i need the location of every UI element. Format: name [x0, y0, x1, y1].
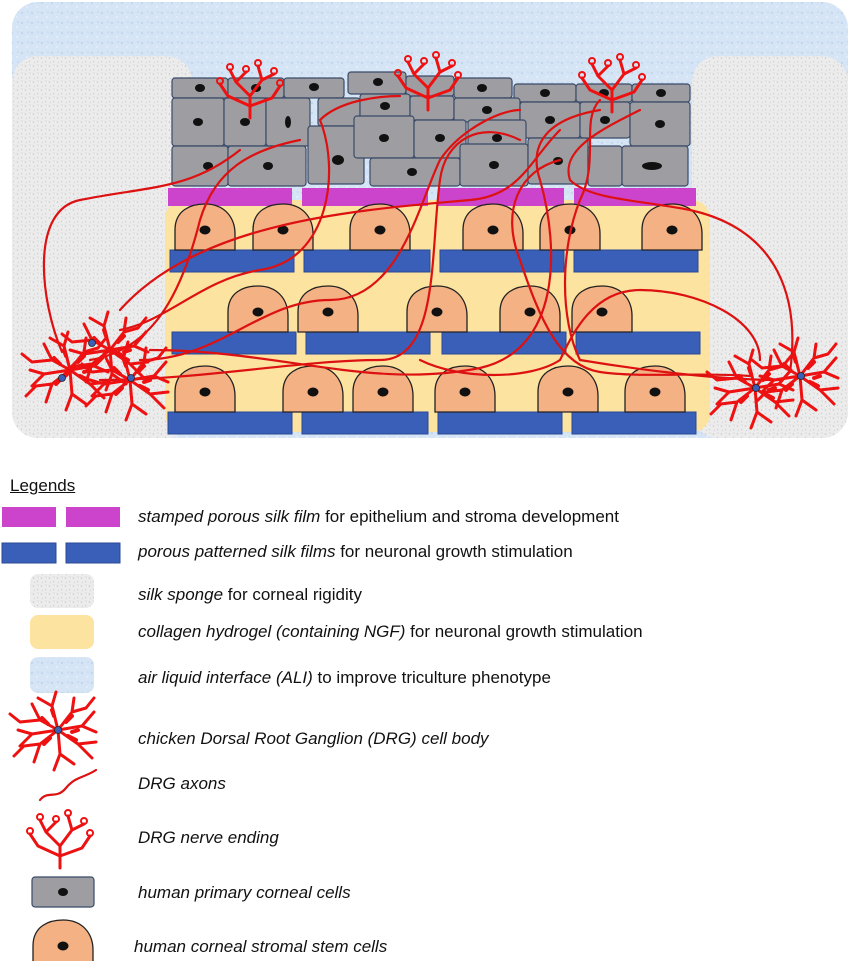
- nerve-ending-icon: [25, 808, 95, 870]
- stem-cell-icon: [32, 919, 94, 961]
- legend-icon-stamped-film: [2, 507, 120, 527]
- patterned-silk-films: [167, 249, 701, 435]
- drg-axons: [42, 94, 794, 382]
- legend-icon-sponge: [30, 574, 94, 608]
- legend-icon-hydrogel: [30, 615, 94, 649]
- silk-sponge-right: [692, 56, 848, 438]
- legend-label-stamped-film: stamped porous silk film for epithelium …: [138, 507, 619, 526]
- corneal-cell-icon: [31, 876, 95, 908]
- legend-label-patterned-film: porous patterned silk films for neuronal…: [138, 542, 573, 561]
- legend-label-corneal-cells: human primary corneal cells: [138, 883, 351, 902]
- drg-cell-body-left: [20, 310, 170, 422]
- legend-label-drg-body: chicken Dorsal Root Ganglion (DRG) cell …: [138, 729, 489, 748]
- legend-label-hydrogel: collagen hydrogel (containing NGF) for n…: [138, 622, 643, 641]
- legend-title: Legends: [10, 476, 76, 495]
- drg-cell-body-right: [705, 336, 840, 430]
- legend-label-sponge: silk sponge for corneal rigidity: [138, 585, 362, 604]
- axon-line-icon: [38, 768, 98, 802]
- legend-icon-patterned-film: [1, 542, 121, 564]
- legend-icon-ali: [30, 657, 94, 693]
- legend-label-drg-ending: DRG nerve ending: [138, 828, 279, 847]
- legend-label-ali: air liquid interface (ALI) to improve tr…: [138, 668, 551, 687]
- neuron-cell-body-icon: [8, 690, 98, 772]
- legend-label-drg-axons: DRG axons: [138, 774, 226, 793]
- legend-label-stem-cells: human corneal stromal stem cells: [134, 937, 388, 956]
- stamped-silk-films: [168, 188, 696, 206]
